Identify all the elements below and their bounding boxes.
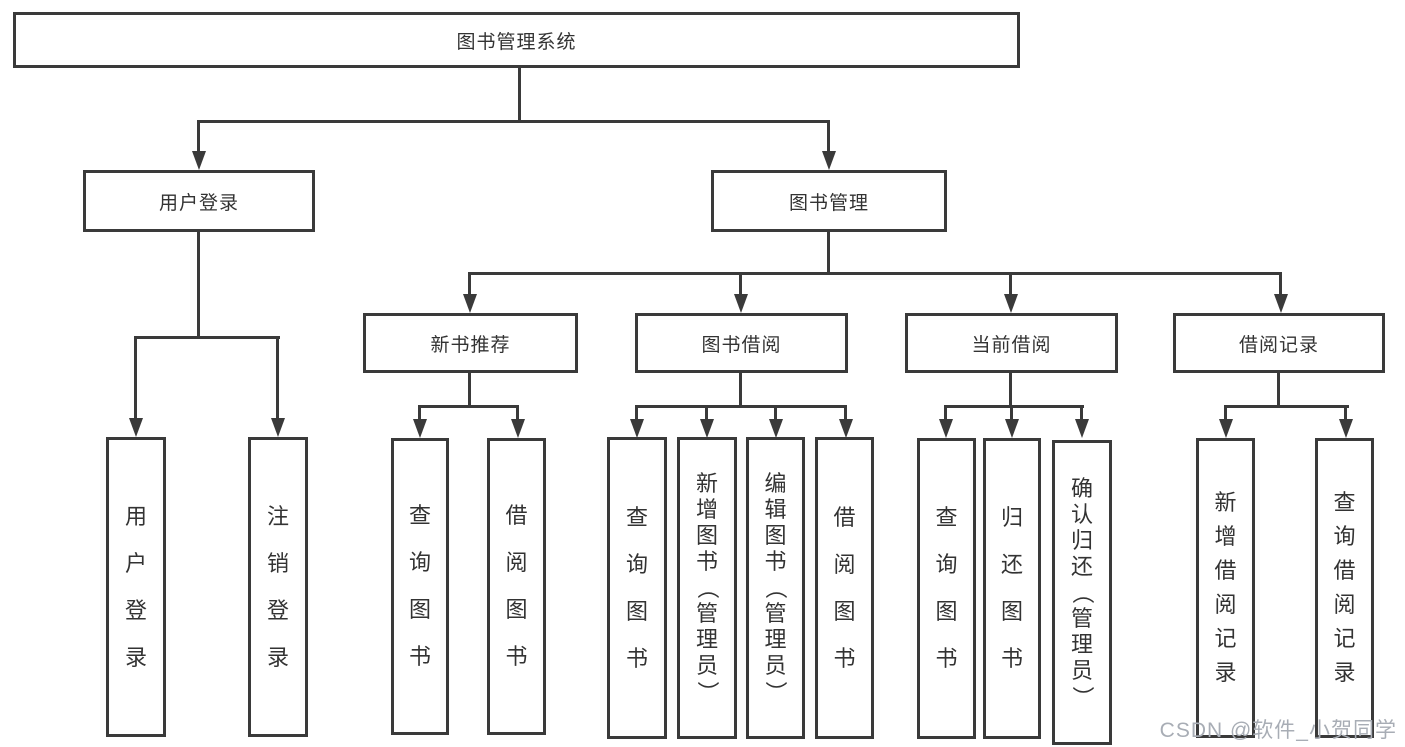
arrowhead-down-icon <box>271 418 285 437</box>
connector-line <box>1224 405 1227 420</box>
connector-line <box>197 120 830 123</box>
leaf-edit-books-admin: 编辑图书（管理员） <box>746 437 805 739</box>
node-library-system: 图书管理系统 <box>13 12 1020 68</box>
connector-line <box>739 272 742 295</box>
arrowhead-down-icon <box>1005 419 1019 438</box>
node-label: 用户登录 <box>158 192 239 214</box>
node-label: 图书管理 <box>788 192 869 214</box>
connector-line <box>705 405 708 420</box>
connector-line <box>944 405 1084 408</box>
arrowhead-down-icon <box>511 419 525 438</box>
leaf-user-login: 用户登录 <box>106 437 166 737</box>
connector-line <box>1277 373 1280 408</box>
node-borrowing-records: 借阅记录 <box>1173 313 1385 373</box>
connector-line <box>1279 272 1282 295</box>
arrowhead-down-icon <box>939 419 953 438</box>
connector-line <box>635 405 847 408</box>
node-label: 图书管理系统 <box>456 31 577 53</box>
connector-line <box>1080 405 1083 420</box>
arrowhead-down-icon <box>192 151 206 170</box>
connector-line <box>635 405 638 420</box>
node-current-borrowing: 当前借阅 <box>905 313 1118 373</box>
leaf-query-books-2: 查询图书 <box>607 437 667 739</box>
arrowhead-down-icon <box>1004 294 1018 313</box>
connector-line <box>1224 405 1349 408</box>
connector-line <box>134 336 137 419</box>
leaf-query-borrow-record: 查询借阅记录 <box>1315 438 1374 738</box>
leaf-borrow-books-1: 借阅图书 <box>487 438 546 735</box>
leaf-add-borrow-record: 新增借阅记录 <box>1196 438 1255 738</box>
connector-line <box>197 120 200 152</box>
connector-line <box>827 232 830 275</box>
arrowhead-down-icon <box>839 419 853 438</box>
connector-line <box>418 405 421 420</box>
arrowhead-down-icon <box>1339 419 1353 438</box>
csdn-watermark: CSDN @软件_小贺同学 <box>1159 719 1397 742</box>
connector-line <box>197 232 200 339</box>
connector-line <box>276 336 279 419</box>
node-label: 图书借阅 <box>701 334 782 356</box>
leaf-add-books-admin: 新增图书（管理员） <box>677 437 737 739</box>
connector-line <box>739 373 742 408</box>
arrowhead-down-icon <box>734 294 748 313</box>
leaf-confirm-return-admin: 确认归还（管理员） <box>1052 440 1112 745</box>
arrowhead-down-icon <box>1075 419 1089 438</box>
node-new-book-recommend: 新书推荐 <box>363 313 578 373</box>
arrowhead-down-icon <box>1219 419 1233 438</box>
connector-line <box>516 405 519 420</box>
connector-line <box>1009 373 1012 408</box>
arrowhead-down-icon <box>1274 294 1288 313</box>
arrowhead-down-icon <box>129 418 143 437</box>
connector-line <box>944 405 947 420</box>
leaf-return-books: 归还图书 <box>983 438 1041 739</box>
leaf-query-books-1: 查询图书 <box>391 438 449 735</box>
connector-line <box>1344 405 1347 420</box>
node-label: 借阅记录 <box>1238 334 1319 356</box>
leaf-logout: 注销登录 <box>248 437 308 737</box>
node-user-login: 用户登录 <box>83 170 315 232</box>
arrowhead-down-icon <box>413 419 427 438</box>
connector-line <box>844 405 847 420</box>
arrowhead-down-icon <box>822 151 836 170</box>
connector-line <box>468 373 471 408</box>
connector-line <box>1009 272 1012 295</box>
arrowhead-down-icon <box>630 419 644 438</box>
arrowhead-down-icon <box>700 419 714 438</box>
connector-line <box>827 120 830 152</box>
connector-line <box>518 68 521 123</box>
node-book-borrowing: 图书借阅 <box>635 313 848 373</box>
arrowhead-down-icon <box>463 294 477 313</box>
leaf-query-books-3: 查询图书 <box>917 438 976 739</box>
connector-line <box>134 336 280 339</box>
node-label: 新书推荐 <box>430 334 511 356</box>
connector-line <box>468 272 471 295</box>
leaf-borrow-books-2: 借阅图书 <box>815 437 874 739</box>
connector-line <box>418 405 519 408</box>
connector-line <box>468 272 1282 275</box>
node-label: 当前借阅 <box>971 334 1052 356</box>
connector-line <box>774 405 777 420</box>
arrowhead-down-icon <box>769 419 783 438</box>
node-book-management: 图书管理 <box>711 170 947 232</box>
connector-line <box>1010 405 1013 420</box>
